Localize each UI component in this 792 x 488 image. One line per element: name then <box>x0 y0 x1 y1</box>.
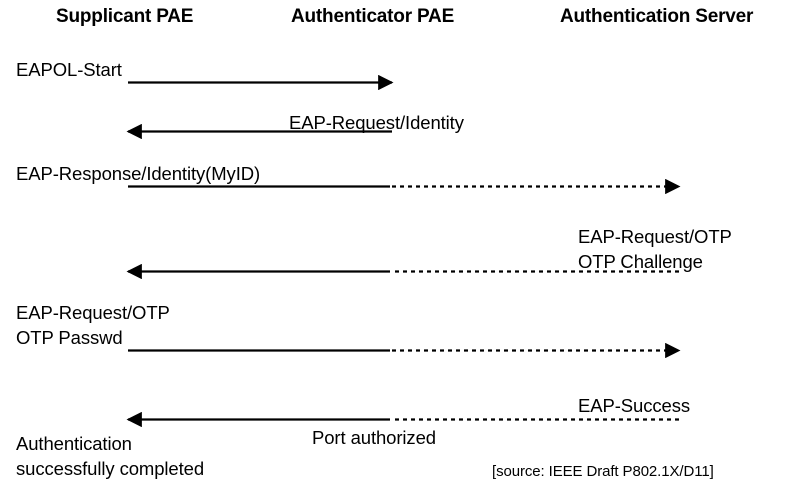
message-label-eap-success: EAP-Success <box>578 395 690 416</box>
message-label-eap-response-identity: EAP-Response/Identity(MyID) <box>16 163 261 184</box>
status-label-authentication-line-2: successfully completed <box>16 458 205 479</box>
message-label-otp-challenge: OTP Challenge <box>578 251 703 272</box>
message-label-eap-request-otp-passwd: EAP-Request/OTP <box>16 302 170 323</box>
column-header-authentication-server: Authentication Server <box>560 6 754 27</box>
column-header-supplicant-pae: Supplicant PAE <box>56 6 194 27</box>
message-label-eapol-start: EAPOL-Start <box>16 59 122 80</box>
status-label-authentication-line-1: Authentication <box>16 433 132 454</box>
message-label-otp-passwd: OTP Passwd <box>16 327 123 348</box>
message-label-eap-request-identity: EAP-Request/Identity <box>289 112 464 133</box>
column-header-authenticator-pae: Authenticator PAE <box>291 6 455 27</box>
source-citation: [source: IEEE Draft P802.1X/D11] <box>492 463 714 480</box>
message-label-eap-request-otp-challenge: EAP-Request/OTP <box>578 226 732 247</box>
message-label-port-authorized: Port authorized <box>312 427 436 448</box>
